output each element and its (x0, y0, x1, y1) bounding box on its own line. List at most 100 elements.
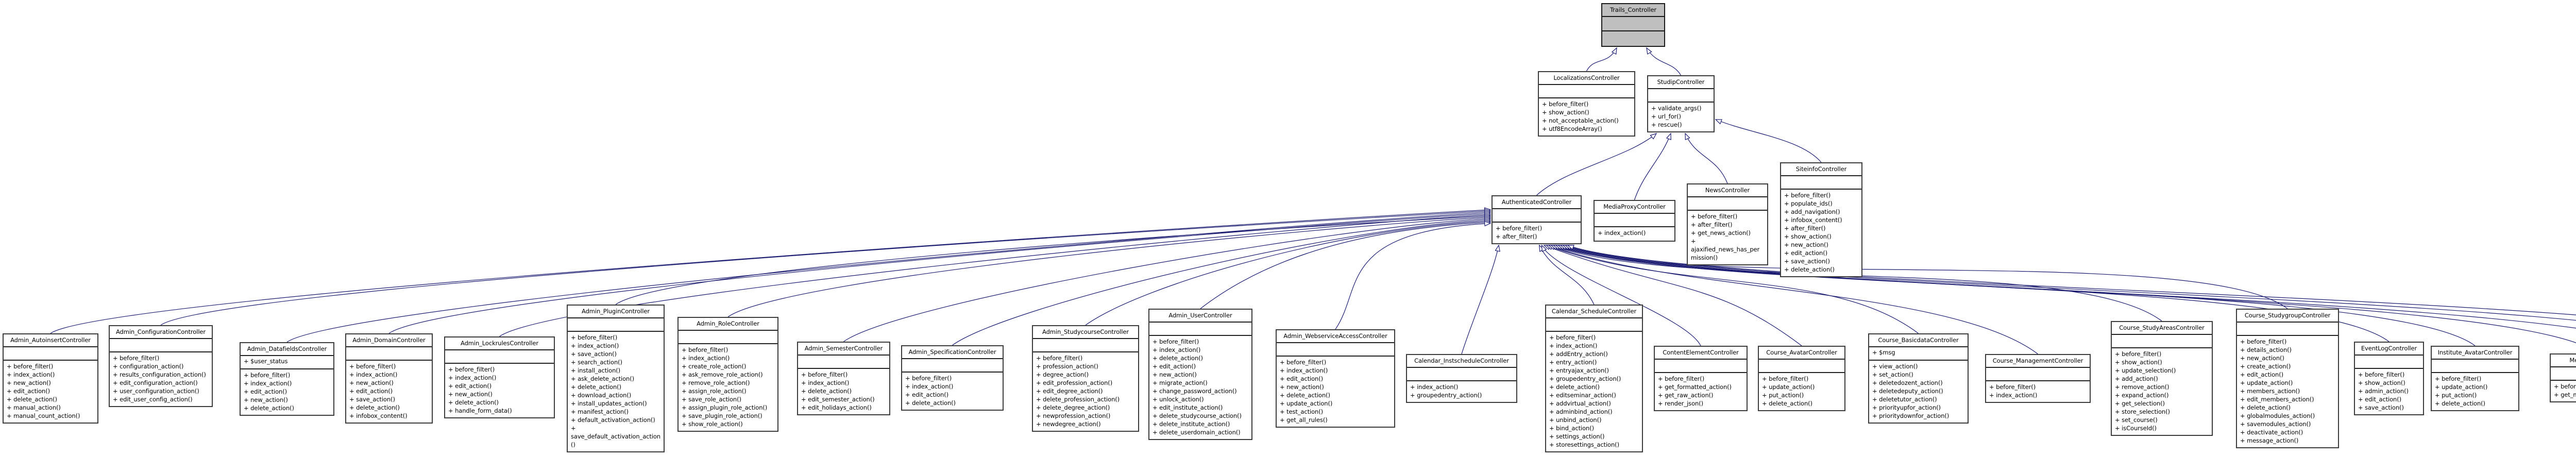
class-method: + before_filter() (1989, 383, 2036, 391)
class-box-contentelement[interactable]: ContentElementController+ before_filter(… (1654, 346, 1748, 411)
class-method: + save_action() (349, 396, 395, 403)
class-box-semester[interactable]: Admin_SemesterController+ before_filter(… (797, 342, 890, 415)
class-method: + update_action() (1280, 400, 1333, 407)
class-box-management[interactable]: Course_ManagementController + before_filt… (1985, 354, 2091, 403)
class-box-plugin[interactable]: Admin_PluginController+ before_filter()+… (567, 305, 665, 452)
class-attributes (1149, 323, 1251, 336)
inheritance-edge (1563, 245, 2576, 329)
class-box-studycourse[interactable]: Admin_StudycourseController+ before_filt… (1032, 325, 1139, 432)
class-method: + get_raw_action() (1658, 392, 1714, 399)
class-title: Admin_WebserviceAccessController (1277, 330, 1394, 343)
class-method: + get_selection() (2115, 400, 2165, 407)
class-method: + edit_action() (1280, 375, 1323, 382)
inheritance-edge (727, 217, 1490, 317)
class-box-studip[interactable]: StudipController+ validate_args()+ url_f… (1647, 75, 1715, 132)
class-box-datafields[interactable]: Admin_DatafieldsController+ $user_status… (240, 342, 334, 416)
class-attributes (2355, 356, 2423, 369)
class-attributes (1759, 360, 1844, 373)
class-method: + delete_action() (448, 399, 499, 406)
class-box-autoinsert[interactable]: Admin_AutoinsertController+ before_filte… (3, 333, 98, 424)
class-method: + delete_action() (801, 387, 852, 395)
class-box-specification[interactable]: Admin_SpecificationController+ before_fi… (901, 345, 1004, 411)
class-methods: + before_filter()+ populate_ids()+ add_n… (1781, 190, 1861, 276)
class-box-user[interactable]: Admin_UserController+ before_filter()+ i… (1148, 309, 1252, 440)
class-box-webservice[interactable]: Admin_WebserviceAccessController + before… (1276, 329, 1395, 428)
class-method: + after_filter() (1496, 233, 1537, 240)
class-method: + render_json() (1658, 400, 1703, 407)
inheritance-edge (1561, 245, 2576, 344)
class-box-messages[interactable]: MessagesController+ before_filter()+ get… (2550, 353, 2576, 402)
class-method: + index_action() (1989, 392, 2038, 399)
class-methods: + before_filter()+ index_action()+ edit_… (1277, 357, 1394, 427)
class-methods (1602, 31, 1664, 46)
class-box-instschedule[interactable]: Calendar_InstscheduleController+ index_a… (1406, 354, 1517, 403)
class-method: + save_action() (2358, 404, 2404, 411)
class-method: + migrate_action() (1153, 379, 1208, 386)
class-box-siteinfo[interactable]: SiteinfoController+ before_filter()+ pop… (1780, 162, 1862, 277)
class-method: + show_action() (1542, 109, 1589, 116)
class-method: + before_filter() (571, 334, 618, 341)
class-box-schedule[interactable]: Calendar_ScheduleController+ before_filt… (1545, 305, 1643, 452)
class-method: + before_filter() (801, 371, 848, 378)
class-methods: + before_filter()+ get_formatted_action(… (1655, 373, 1747, 410)
class-box-eventlog[interactable]: EventLogController + before_filter()+ sho… (2354, 342, 2424, 415)
class-methods: + before_filter()+ show_action()+ admin_… (2355, 369, 2423, 414)
class-title: LocalizationsController (1539, 72, 1634, 85)
class-method: + results_configuration_action() (113, 371, 206, 378)
class-method: + index_action() (1549, 342, 1598, 349)
class-box-localizations[interactable]: LocalizationsController+ before_filter()… (1538, 71, 1635, 137)
class-box-institute_avatar[interactable]: Institute_AvatarController+ before_filte… (2431, 346, 2519, 411)
class-box-lockrules[interactable]: Admin_LockrulesController+ before_filter… (444, 336, 555, 418)
class-box-studyareas[interactable]: Course_StudyAreasController+ before_filt… (2111, 321, 2213, 436)
class-box-course_studygroup[interactable]: Course_StudygroupController+ before_filt… (2236, 309, 2339, 448)
class-methods: + before_filter()+ index_action()+ edit_… (445, 364, 554, 417)
class-box-authenticated[interactable]: AuthenticatedController+ before_filter()… (1492, 195, 1582, 244)
class-method: + edit_action() (244, 388, 287, 395)
inheritance-edge (388, 213, 1490, 334)
class-method: + update_action() (2240, 379, 2293, 386)
class-title: EventLogController (2355, 343, 2423, 356)
class-method: + priorityupfor_action() (1872, 404, 1941, 411)
inheritance-edge (952, 219, 1491, 346)
class-attributes (1648, 89, 1714, 103)
class-title: Course_AvatarController (1759, 347, 1844, 360)
class-attributes (2551, 367, 2576, 381)
class-attributes (2237, 323, 2338, 336)
class-method: + ask_delete_action() (571, 375, 634, 382)
class-method: + delete_action() (244, 404, 294, 412)
class-method: + new_action() (448, 391, 493, 398)
class-method: + globalmodules_action() (2240, 412, 2315, 419)
class-box-domain[interactable]: Admin_DomainController+ before_filter()+… (345, 333, 433, 424)
class-method: + edit_user_config_action() (113, 396, 193, 403)
class-method: + newdegree_action() (1036, 420, 1101, 428)
class-method: + update_action() (2435, 383, 2488, 391)
class-method: + delete_institute_action() (1153, 420, 1230, 428)
class-method: + set_course() (2115, 416, 2158, 424)
class-box-news[interactable]: NewsController+ before_filter()+ after_f… (1687, 183, 1768, 265)
class-method: + before_filter() (1496, 225, 1543, 232)
class-method: + delete_action() (2240, 404, 2291, 411)
class-title: Course_ManagementController (1986, 355, 2090, 368)
class-method: + handle_form_data() (448, 407, 512, 414)
class-method: + admin_action() (2358, 387, 2409, 395)
class-box-basicdata[interactable]: Course_BasicdataController+ $msg+ view_a… (1868, 333, 1969, 424)
class-method: + add_action() (2115, 375, 2158, 382)
class-box-role[interactable]: Admin_RoleController+ before_filter()+ i… (677, 317, 778, 432)
class-method: + before_filter() (1280, 359, 1327, 366)
class-method: + update_action() (1762, 383, 1815, 391)
class-method: + delete_action() (1549, 383, 1600, 391)
class-method: + store_selection() (2115, 408, 2170, 415)
class-box-configuration[interactable]: Admin_ConfigurationController+ before_fi… (109, 325, 213, 407)
class-method: + before_filter() (7, 363, 54, 370)
class-method: + groupedentry_action() (1410, 392, 1482, 399)
class-attribute: + $msg (1872, 349, 1895, 356)
class-method: + delete_studycourse_action() (1153, 412, 1242, 419)
class-method: + assign_plugin_role_action() (682, 404, 768, 411)
class-box-trails[interactable]: Trails_Controller (1601, 3, 1665, 47)
class-box-course_avatar[interactable]: Course_AvatarController+ before_filter()… (1758, 346, 1845, 411)
class-box-mediaproxy[interactable]: MediaProxyController+ index_action() (1594, 200, 1675, 242)
inheritance-edge (1539, 245, 1595, 305)
class-title: Calendar_ScheduleController (1546, 306, 1642, 318)
class-methods: + before_filter()+ index_action()+ new_a… (346, 361, 432, 423)
inheritance-edge (1586, 48, 1617, 72)
